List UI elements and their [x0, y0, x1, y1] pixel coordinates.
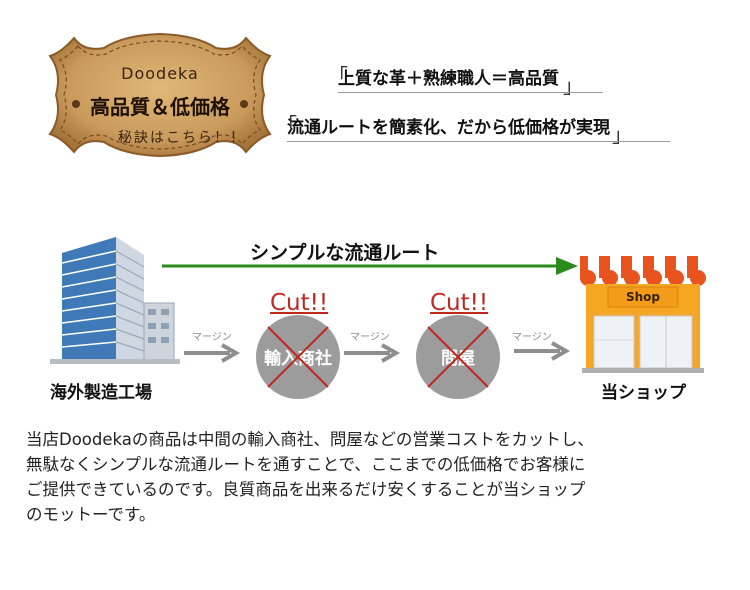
- description-line: 当店Doodekaの商品は中間の輸入商社、問屋などの営業コストをカットし、: [26, 430, 594, 449]
- cross-icon: [427, 326, 489, 388]
- slogan-quality: 「 上質な革＋熟練職人＝高品質 」: [328, 64, 583, 98]
- slogan-quality-underline: [338, 92, 603, 93]
- route-title: シンプルな流通ルート: [250, 242, 440, 264]
- middleman-circle: 輸入商社: [256, 315, 340, 399]
- margin-arrow-icon: [344, 343, 401, 363]
- margin-label: マージン: [350, 332, 390, 343]
- shop-storefront: Shop: [578, 254, 708, 374]
- leather-badge: Doodeka 高品質＆低価格 秘訣はこちら！！: [44, 30, 276, 160]
- factory-building-icon: [50, 237, 180, 364]
- badge-subline: 秘訣はこちら！！: [118, 130, 246, 146]
- slogan-price: 「 流通ルートを簡素化、だから低価格が実現 」: [277, 113, 632, 147]
- description-line: のモットーです。: [26, 505, 156, 524]
- middleman-label: 輸入商社: [264, 349, 332, 369]
- factory-label: 海外製造工場: [50, 383, 152, 403]
- middleman-circle: 問屋: [416, 315, 500, 399]
- margin-arrow-icon: [184, 343, 241, 363]
- middleman-label: 問屋: [441, 349, 475, 369]
- cross-icon: [267, 326, 329, 388]
- open-bracket: 「: [328, 64, 348, 88]
- shop-icon: [580, 256, 706, 373]
- margin-label: マージン: [192, 332, 232, 343]
- close-bracket: 」: [563, 74, 583, 98]
- description: 当店Doodekaの商品は中間の輸入商社、問屋などの営業コストをカットし、 無駄…: [26, 427, 736, 527]
- leather-badge-shape: [48, 32, 272, 158]
- cut-label: Cut!!: [270, 290, 329, 316]
- slogan-price-underline: [287, 141, 670, 142]
- cut-label: Cut!!: [430, 290, 489, 316]
- open-bracket: 「: [277, 113, 297, 137]
- shop-sign: Shop: [625, 290, 661, 304]
- description-line: ご提供できているのです。良質商品を出来るだけ安くすることが当ショップ: [26, 480, 586, 499]
- slogan-quality-text: 上質な革＋熟練職人＝高品質: [338, 69, 559, 89]
- shop-label: 当ショップ: [601, 383, 686, 403]
- margin-label: マージン: [512, 332, 552, 343]
- badge-headline: 高品質＆低価格: [90, 95, 230, 119]
- close-bracket: 」: [612, 123, 632, 147]
- margin-arrow-icon: [514, 341, 571, 361]
- route-arrow-icon: [162, 257, 578, 275]
- badge-brand: Doodeka: [121, 64, 199, 83]
- slogan-price-text: 流通ルートを簡素化、だから低価格が実現: [287, 118, 610, 138]
- description-line: 無駄なくシンプルな流通ルートを通すことで、ここまでの低価格でお客様に: [26, 455, 586, 474]
